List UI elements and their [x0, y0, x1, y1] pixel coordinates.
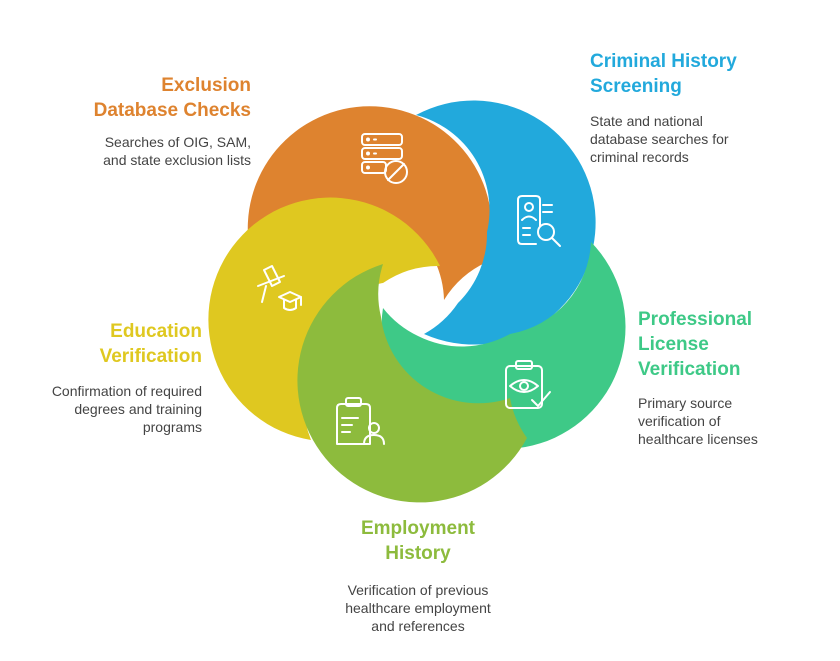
- employment-title: Employment History: [318, 516, 518, 566]
- criminal-description-line: State and national: [590, 113, 703, 129]
- exclusion-description-line: Searches of OIG, SAM,: [104, 134, 251, 150]
- license-title-line: Professional: [638, 309, 753, 330]
- license-title: Professional License Verification: [638, 307, 752, 382]
- license-description-line: healthcare licenses: [638, 431, 758, 447]
- license-description-line: Primary source: [638, 395, 733, 411]
- criminal-description-line: criminal records: [590, 149, 689, 165]
- criminal-title: Criminal History Screening: [590, 49, 737, 99]
- criminal-title-line: Criminal History: [590, 51, 737, 72]
- education-description-line: degrees and training: [74, 401, 202, 417]
- id-card-search-icon: [517, 195, 561, 247]
- employment-description-line: Verification of previous: [347, 582, 489, 598]
- employment-description: Verification of previous healthcare empl…: [318, 581, 518, 635]
- criminal-title-line: Screening: [590, 76, 682, 97]
- license-description: Primary source verification of healthcar…: [638, 394, 758, 448]
- employment-description-line: and references: [371, 618, 465, 634]
- education-title: Education Verification: [100, 319, 202, 369]
- criminal-description-line: database searches for: [590, 131, 729, 147]
- education-description-line: Confirmation of required: [51, 383, 202, 399]
- employment-title-line: Employment: [360, 518, 476, 539]
- petal-employment: [297, 264, 527, 503]
- exclusion-title-line: Exclusion: [161, 75, 251, 96]
- exclusion-description-line: and state exclusion lists: [103, 152, 251, 168]
- server-block-icon: [361, 133, 408, 184]
- clipboard-person-icon: [336, 397, 385, 445]
- education-title-line: Education: [110, 321, 202, 342]
- exclusion-title-line: Database Checks: [93, 100, 251, 121]
- license-title-line: License: [638, 334, 709, 355]
- exclusion-title: Exclusion Database Checks: [94, 73, 251, 123]
- employment-title-line: History: [385, 543, 451, 564]
- exclusion-description: Searches of OIG, SAM, and state exclusio…: [103, 133, 251, 169]
- education-description-line: programs: [142, 419, 202, 435]
- education-title-line: Verification: [99, 346, 202, 367]
- employment-description-line: healthcare employment: [345, 600, 491, 616]
- education-description: Confirmation of required degrees and tra…: [52, 382, 202, 436]
- clipboard-eye-check-icon: [505, 360, 551, 409]
- pushpin-graduation-cap-icon: [257, 265, 302, 311]
- petal-education: [208, 197, 440, 440]
- license-description-line: verification of: [638, 413, 721, 429]
- license-title-line: Verification: [638, 359, 741, 380]
- petal-criminal: [416, 100, 596, 345]
- criminal-description: State and national database searches for…: [590, 112, 729, 166]
